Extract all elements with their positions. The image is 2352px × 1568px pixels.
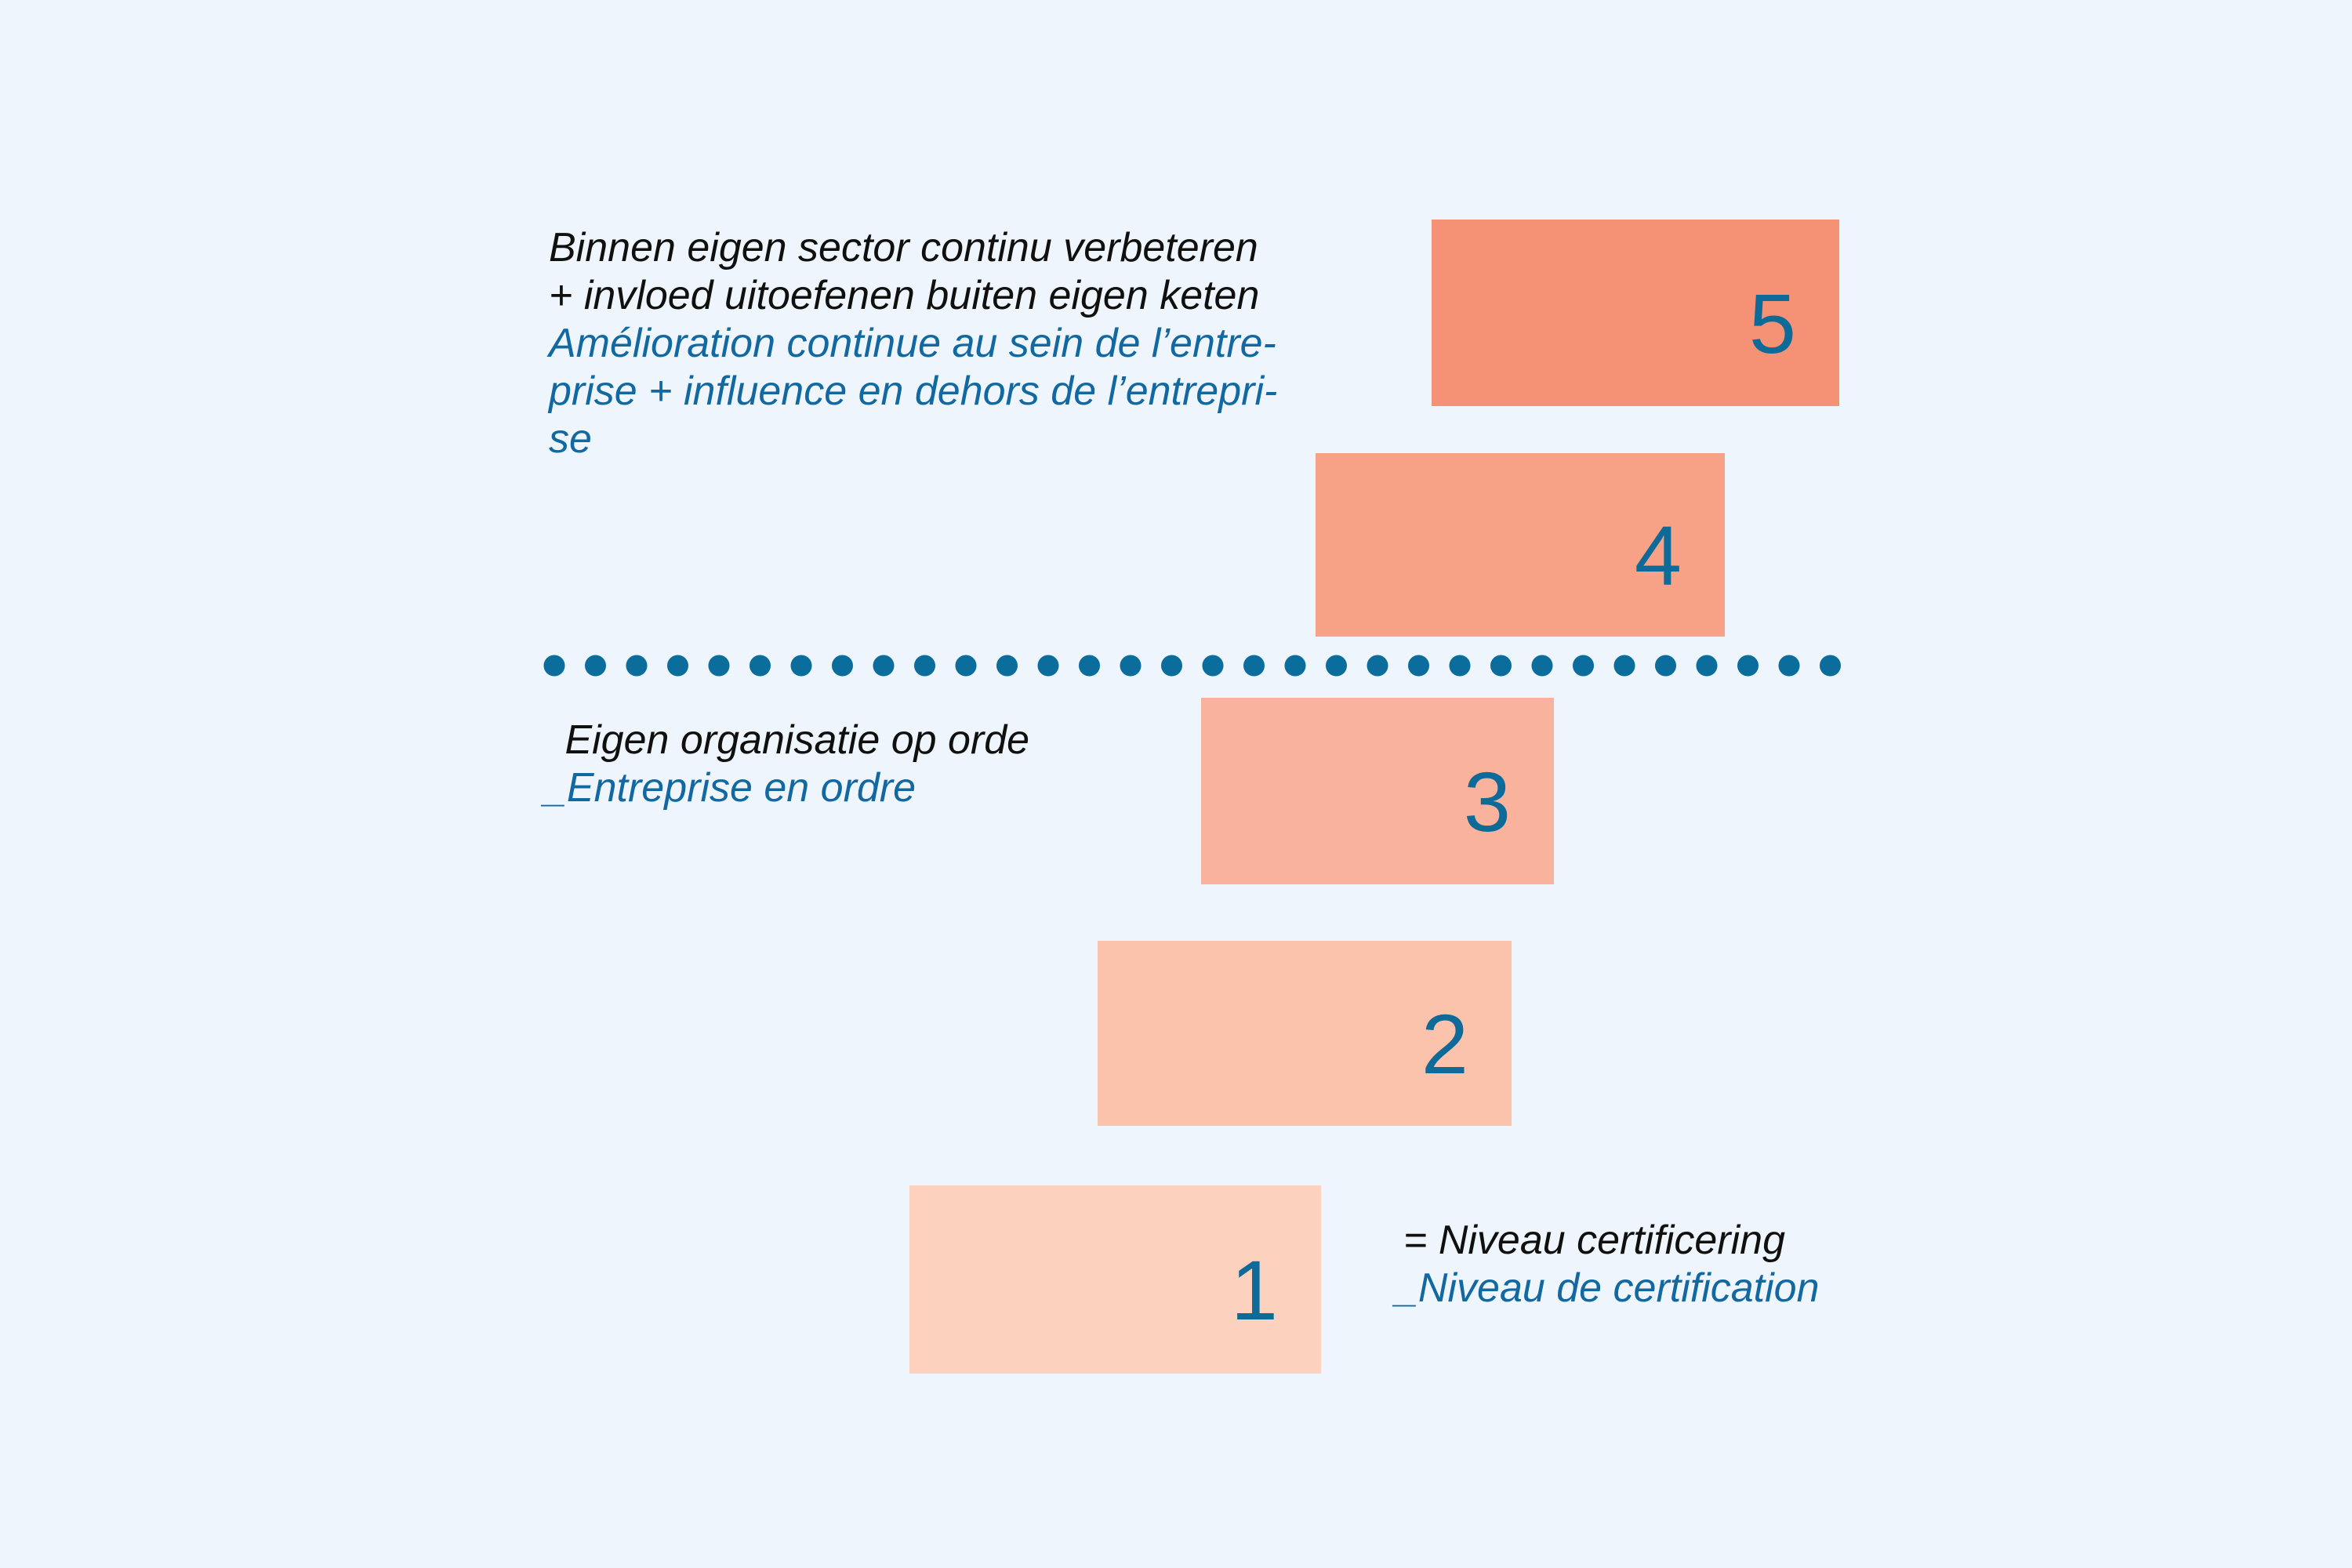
legend-certification-level: = Niveau certificering _Niveau de certif… <box>1396 1218 1952 1316</box>
bar-level-label-3: 3 <box>1463 754 1511 849</box>
legend-fr-line-1: _Niveau de certification <box>1396 1265 1820 1311</box>
annotation-upper-fr-line-2: prise + influence en dehors de l’entrepr… <box>549 368 1278 414</box>
maturity-bar-level-2: 2 <box>1098 941 1512 1126</box>
legend-nl-line-1: = Niveau certificering <box>1403 1218 1785 1263</box>
annotation-lower-levels: Eigen organisatie op orde _Entreprise en… <box>544 717 1102 815</box>
annotation-upper-levels: Binnen eigen sector continu verbeteren +… <box>549 225 1278 466</box>
annotation-upper-nl-line-1: Binnen eigen sector continu verbeteren <box>549 225 1258 270</box>
annotation-upper-nl-line-2: + invloed uitoefenen buiten eigen keten <box>549 273 1260 318</box>
annotation-upper-fr-line-1: Amélioration continue au sein de l’entre… <box>549 321 1276 366</box>
annotation-lower-fr-line-1: _Entreprise en ordre <box>544 765 916 811</box>
maturity-bar-level-1: 1 <box>909 1185 1321 1374</box>
maturity-bar-level-4: 4 <box>1316 453 1725 637</box>
bar-level-label-1: 1 <box>1230 1243 1278 1338</box>
bar-level-label-5: 5 <box>1748 276 1796 371</box>
maturity-bar-level-3: 3 <box>1201 698 1554 884</box>
annotation-upper-fr-line-3: se <box>549 416 592 462</box>
annotation-lower-nl-line-1: Eigen organisatie op orde <box>554 717 1030 763</box>
maturity-bar-level-5: 5 <box>1432 220 1839 406</box>
dotted-divider-line <box>543 654 1858 677</box>
bar-level-label-4: 4 <box>1634 508 1682 603</box>
bar-level-label-2: 2 <box>1421 996 1468 1091</box>
